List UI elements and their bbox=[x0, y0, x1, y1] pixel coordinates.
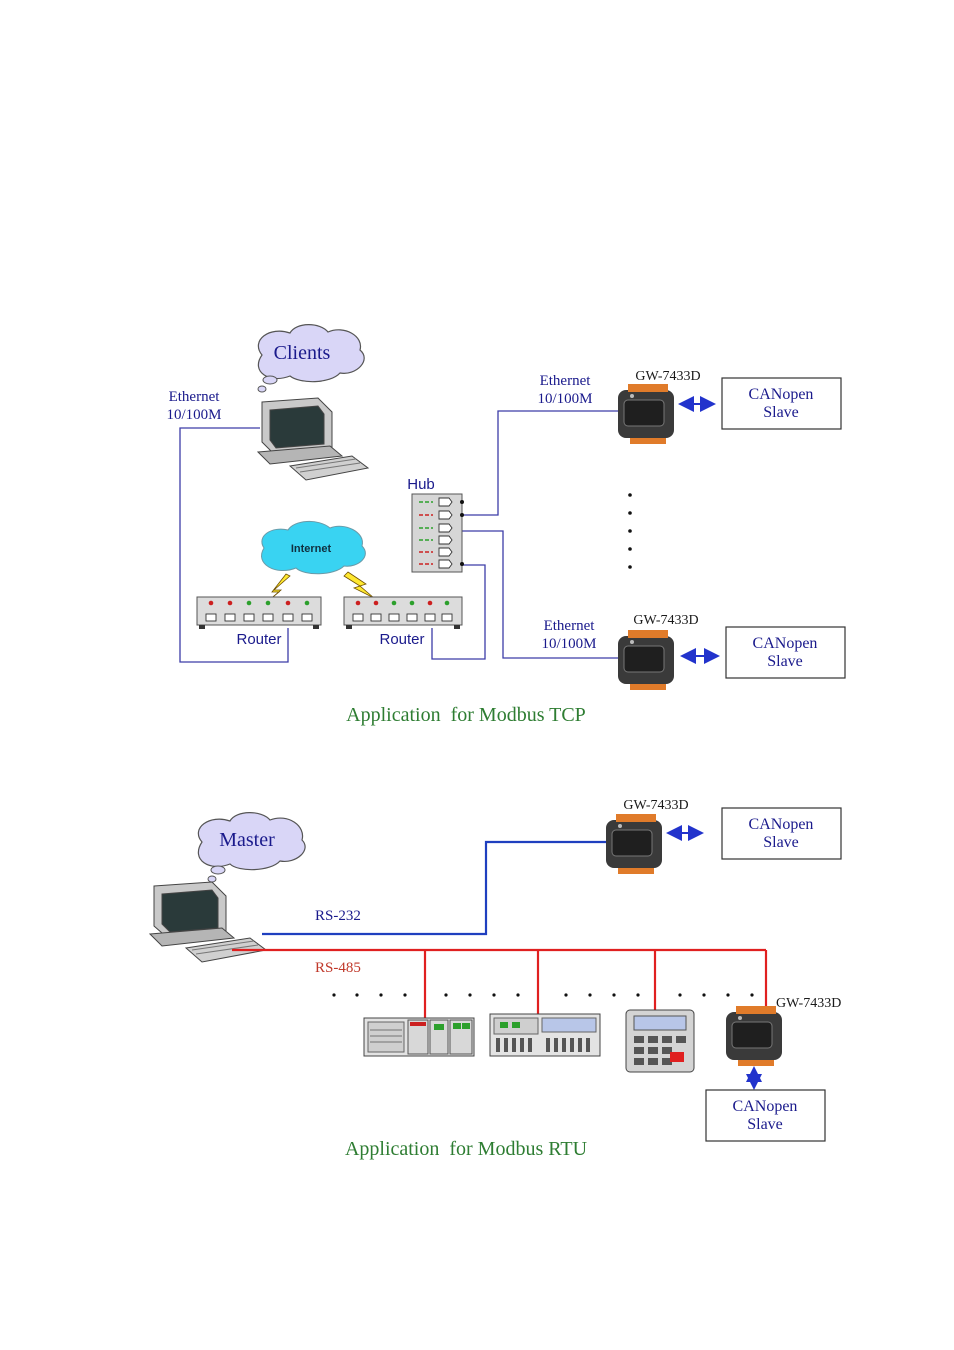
clients-label: Clients bbox=[274, 342, 331, 364]
canopen-slave-3-line2: Slave bbox=[763, 834, 799, 851]
rtu-section: Master RS-232 RS-485 bbox=[150, 798, 841, 1160]
more-nodes-dots bbox=[332, 993, 753, 996]
canopen-slave-1-line1: CANopen bbox=[749, 386, 814, 403]
tcp-caption: Application for Modbus TCP bbox=[346, 704, 586, 726]
tcp-section: Clients Ethernet 10/100M Internet bbox=[166, 325, 845, 726]
internet-cloud: Internet bbox=[262, 521, 366, 573]
master-cloud: Master bbox=[198, 813, 305, 882]
ethernet-top-line1: Ethernet bbox=[540, 373, 592, 389]
io-module-icon bbox=[490, 1014, 600, 1056]
gateway-device-icon bbox=[618, 630, 674, 690]
gateway-device-icon bbox=[618, 384, 674, 444]
rs232-label: RS-232 bbox=[315, 908, 361, 924]
router-1-label: Router bbox=[236, 631, 281, 648]
hub-to-gateway-top-link bbox=[462, 411, 620, 515]
canopen-slave-4-line1: CANopen bbox=[733, 1098, 798, 1115]
ethernet-bottom-line1: Ethernet bbox=[544, 618, 596, 634]
gateway-device-icon bbox=[606, 814, 662, 874]
hub: Hub bbox=[407, 476, 464, 572]
router-1: Router bbox=[197, 597, 321, 648]
router-2-label: Router bbox=[379, 631, 424, 648]
ethernet-top-line2: 10/100M bbox=[537, 391, 592, 407]
gateway-bottom-label: GW-7433D bbox=[633, 613, 698, 628]
rtu-gateway-right-label: GW-7433D bbox=[776, 996, 841, 1011]
rtu-caption: Application for Modbus RTU bbox=[345, 1138, 588, 1160]
hub-label: Hub bbox=[407, 476, 435, 493]
canopen-slave-3-line1: CANopen bbox=[749, 816, 814, 833]
lightning-right-icon bbox=[344, 572, 374, 598]
rs485-label: RS-485 bbox=[315, 960, 361, 976]
gateway-device-icon bbox=[726, 1006, 782, 1066]
internet-label: Internet bbox=[291, 543, 332, 555]
canopen-slave-1-line2: Slave bbox=[763, 404, 799, 421]
canopen-slave-4-line2: Slave bbox=[747, 1116, 783, 1133]
canopen-slave-2-line1: CANopen bbox=[753, 635, 818, 652]
canopen-slave-2-line2: Slave bbox=[767, 653, 803, 670]
master-label: Master bbox=[219, 829, 275, 851]
operator-panel-icon bbox=[626, 1010, 694, 1072]
clients-cloud: Clients bbox=[258, 325, 364, 392]
ethernet-left-line2: 10/100M bbox=[166, 407, 221, 423]
ethernet-left-line1: Ethernet bbox=[169, 389, 221, 405]
more-devices-dots bbox=[628, 493, 632, 569]
gateway-top-label: GW-7433D bbox=[635, 369, 700, 384]
plc-rack-icon bbox=[364, 1018, 474, 1056]
rtu-gateway-top-label: GW-7433D bbox=[623, 798, 688, 813]
router-2: Router bbox=[344, 597, 462, 648]
ethernet-bottom-line2: 10/100M bbox=[541, 636, 596, 652]
client-computer-icon bbox=[258, 398, 368, 480]
